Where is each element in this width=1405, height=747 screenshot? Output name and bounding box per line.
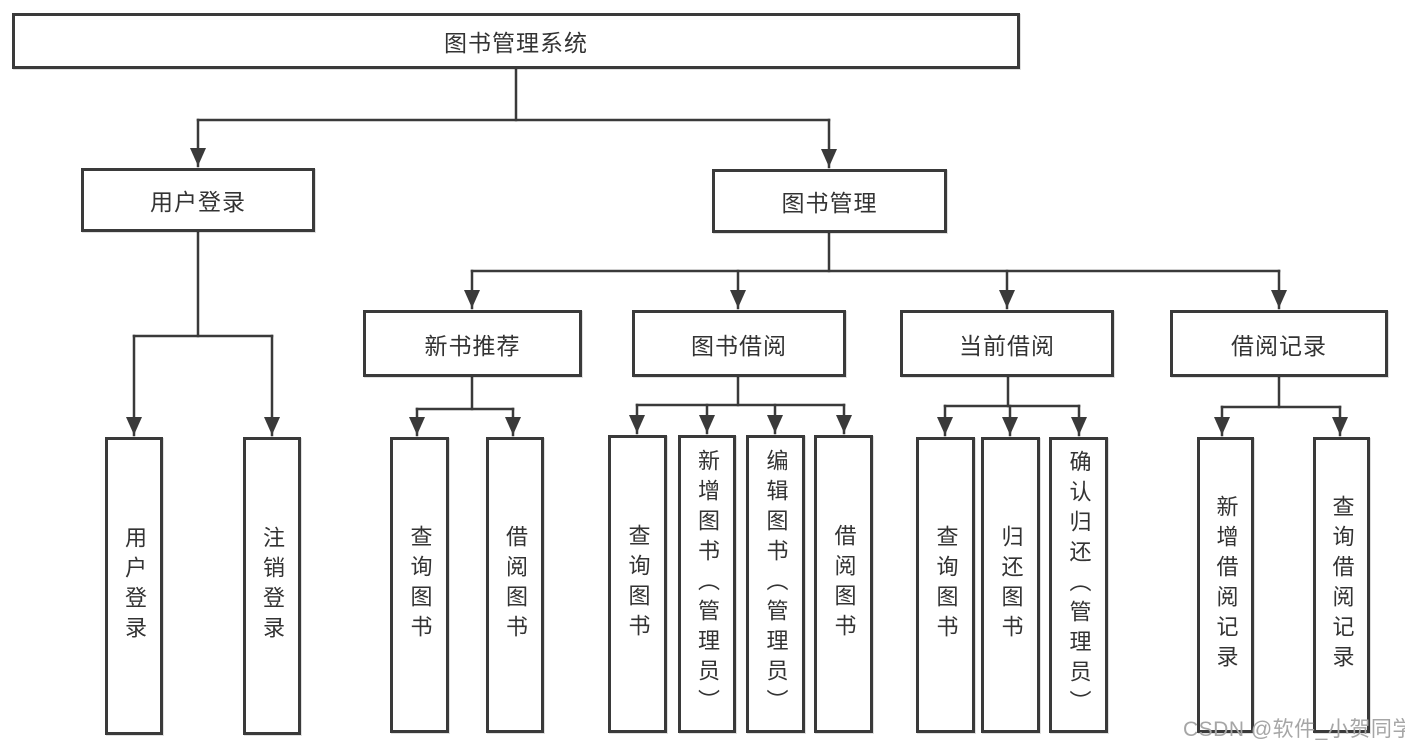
node-root-library-system: 图书管理系统 (12, 13, 1020, 69)
node-label: 当前借阅 (959, 332, 1055, 359)
leaf-recommend-borrow-book: 借阅图书 (486, 437, 544, 733)
node-label: 用户登录 (150, 189, 246, 215)
node-label: 查询图书 (625, 524, 651, 644)
leaf-recommend-query-book: 查询图书 (390, 437, 449, 733)
node-label: 确认归还（管理员） (1066, 450, 1092, 720)
node-new-book-recommend: 新书推荐 (363, 310, 582, 377)
node-user-login: 用户登录 (81, 168, 315, 232)
node-label: 归还图书 (998, 525, 1024, 645)
leaf-records-add-record: 新增借阅记录 (1197, 437, 1254, 733)
node-book-management: 图书管理 (712, 169, 947, 233)
leaf-borrow-borrow-book: 借阅图书 (814, 435, 873, 733)
node-label: 注销登录 (260, 526, 285, 646)
node-label: 图书管理 (781, 190, 878, 216)
leaf-current-query-book: 查询图书 (916, 437, 975, 733)
leaf-records-query-record: 查询借阅记录 (1313, 437, 1370, 733)
node-label: 借阅记录 (1231, 332, 1327, 359)
node-label: 编辑图书（管理员） (763, 449, 789, 719)
node-label: 图书借阅 (691, 332, 787, 359)
leaf-borrow-add-book-admin: 新增图书（管理员） (678, 435, 736, 733)
leaf-borrow-query-book: 查询图书 (608, 435, 667, 733)
node-borrow-records: 借阅记录 (1170, 310, 1388, 377)
node-label: 查询图书 (407, 525, 433, 645)
node-label: 借阅图书 (831, 524, 857, 644)
node-label: 新增借阅记录 (1213, 495, 1239, 675)
node-label: 借阅图书 (503, 525, 528, 645)
leaf-user-login: 用户登录 (105, 437, 163, 735)
leaf-borrow-edit-book-admin: 编辑图书（管理员） (746, 435, 805, 733)
leaf-current-return-book: 归还图书 (981, 437, 1040, 733)
node-label: 新增图书（管理员） (695, 449, 720, 719)
csdn-watermark: CSDN @软件_小贺同学 (1183, 718, 1405, 741)
node-current-borrow: 当前借阅 (900, 310, 1114, 377)
node-label: 新书推荐 (424, 332, 521, 359)
node-label: 图书管理系统 (444, 30, 588, 56)
leaf-logout: 注销登录 (243, 437, 301, 735)
node-label: 用户登录 (122, 526, 147, 646)
node-label: 查询图书 (933, 525, 959, 645)
leaf-current-confirm-return-admin: 确认归还（管理员） (1049, 437, 1108, 733)
node-book-borrow: 图书借阅 (632, 310, 846, 377)
node-label: 查询借阅记录 (1329, 495, 1355, 675)
